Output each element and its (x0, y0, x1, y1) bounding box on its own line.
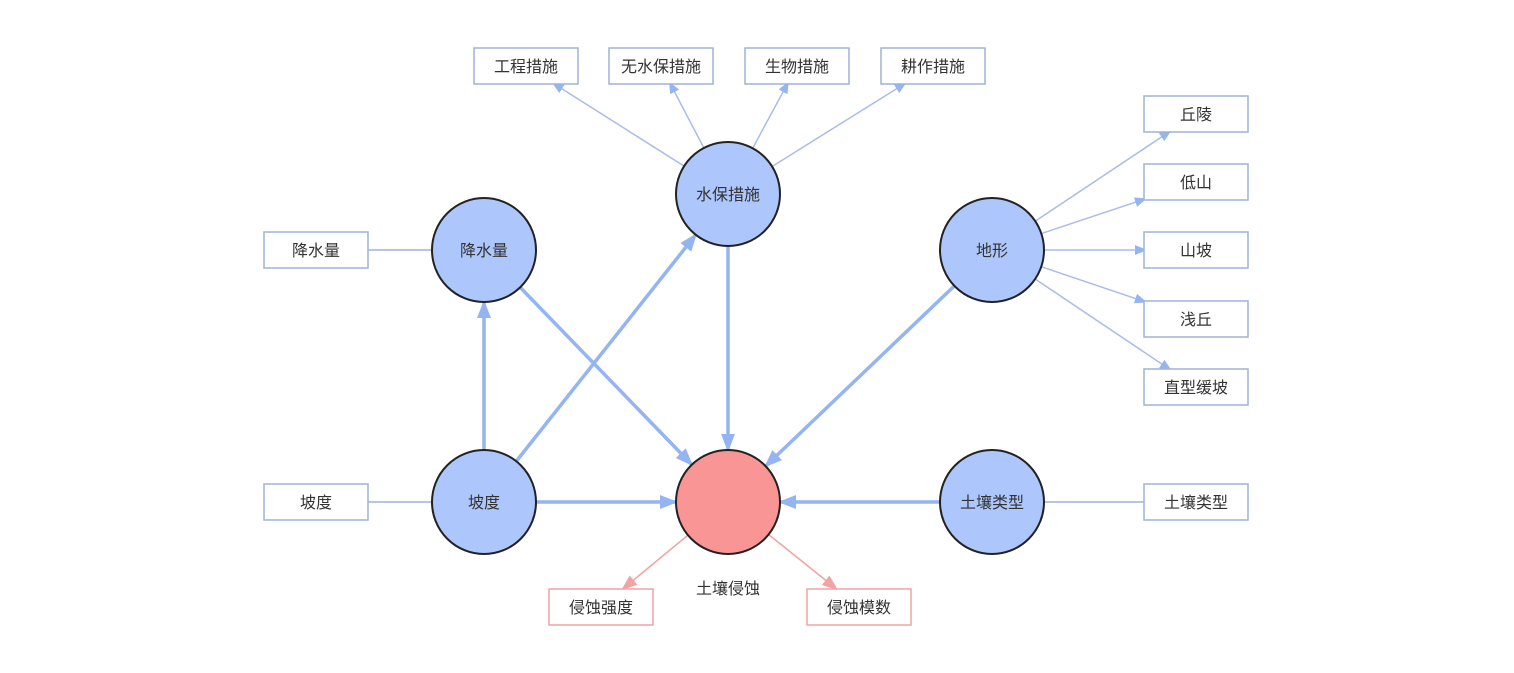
node-label: 土壤类型 (960, 493, 1024, 512)
node-turangleixing[interactable]: 土壤类型 (939, 449, 1045, 555)
edge-dixing-to-qinshi (764, 284, 956, 468)
edge-qinshi-to-b_moshu (768, 533, 839, 591)
node-label: 侵蚀强度 (569, 598, 633, 617)
factor-node-circle (939, 449, 1045, 555)
node-label: 直型缓坡 (1164, 378, 1228, 397)
edge-jiangshui-to-qinshi (518, 286, 694, 467)
node-label: 地形 (976, 241, 1008, 260)
edge-dixing-to-b_dishan (1041, 199, 1144, 235)
node-b_shanpo[interactable]: 山坡 (1143, 231, 1249, 269)
node-label: 坡度 (300, 493, 332, 512)
node-caption: 土壤侵蚀 (696, 579, 760, 598)
edge-dixing-to-b_zhixing (1034, 278, 1169, 369)
node-label: 无水保措施 (621, 57, 701, 76)
state-box (1143, 483, 1249, 521)
node-label: 生物措施 (765, 57, 829, 76)
edge-shuibao-to-b_shengwu (752, 84, 788, 149)
node-dixing[interactable]: 地形 (939, 197, 1045, 303)
node-podu[interactable]: 坡度 (431, 449, 537, 555)
node-label: 丘陵 (1180, 105, 1212, 124)
edge-podu-to-shuibao (514, 233, 698, 463)
state-box (548, 588, 654, 626)
node-b_zhixing[interactable]: 直型缓坡 (1143, 368, 1249, 406)
node-label: 土壤类型 (1164, 493, 1228, 512)
state-box (473, 47, 579, 85)
factor-node-circle (431, 197, 537, 303)
edge-dixing-to-b_qianqiu (1041, 265, 1144, 302)
state-box (1143, 231, 1249, 269)
node-label: 耕作措施 (901, 57, 965, 76)
node-label: 水保措施 (696, 185, 760, 204)
node-label: 工程措施 (494, 57, 558, 76)
edge-qinshi-to-b_qiangdu (621, 534, 689, 591)
factor-node-circle (431, 449, 537, 555)
node-b_gongcheng[interactable]: 工程措施 (473, 47, 579, 85)
node-shuibao[interactable]: 水保措施 (675, 141, 781, 247)
node-b_moshu[interactable]: 侵蚀模数 (806, 588, 912, 626)
node-b_qianqiu[interactable]: 浅丘 (1143, 300, 1249, 338)
state-box (263, 231, 369, 269)
state-box (263, 483, 369, 521)
node-b_wushuibao[interactable]: 无水保措施 (608, 47, 714, 85)
factor-node-circle (939, 197, 1045, 303)
factor-node-circle (675, 141, 781, 247)
node-b_dishan[interactable]: 低山 (1143, 163, 1249, 201)
node-label: 山坡 (1180, 241, 1212, 260)
edge-shuibao-to-b_gongcheng (554, 84, 685, 167)
state-box (1143, 95, 1249, 133)
node-label: 坡度 (468, 493, 500, 512)
target-node-circle (675, 449, 781, 555)
node-b_shengwu[interactable]: 生物措施 (744, 47, 850, 85)
node-b_qiuling[interactable]: 丘陵 (1143, 95, 1249, 133)
node-b_jiangshui[interactable]: 降水量 (263, 231, 369, 269)
edge-dixing-to-b_qiuling (1034, 132, 1169, 222)
state-box (806, 588, 912, 626)
node-b_gengzuo[interactable]: 耕作措施 (880, 47, 986, 85)
state-box (744, 47, 850, 85)
edge-shuibao-to-b_gengzuo (771, 84, 904, 168)
node-jiangshui[interactable]: 降水量 (431, 197, 537, 303)
node-label: 低山 (1180, 173, 1212, 192)
node-label: 侵蚀模数 (827, 598, 891, 617)
node-b_podu[interactable]: 坡度 (263, 483, 369, 521)
node-b_turang[interactable]: 土壤类型 (1143, 483, 1249, 521)
node-qinshi[interactable]: 土壤侵蚀 (675, 449, 781, 598)
state-box (1143, 368, 1249, 406)
node-b_qiangdu[interactable]: 侵蚀强度 (548, 588, 654, 626)
state-box (880, 47, 986, 85)
node-label: 降水量 (292, 241, 340, 260)
node-label: 浅丘 (1180, 310, 1212, 329)
state-box (1143, 163, 1249, 201)
edge-shuibao-to-b_wushuibao (670, 84, 705, 149)
node-label: 降水量 (460, 241, 508, 260)
state-box (608, 47, 714, 85)
state-box (1143, 300, 1249, 338)
